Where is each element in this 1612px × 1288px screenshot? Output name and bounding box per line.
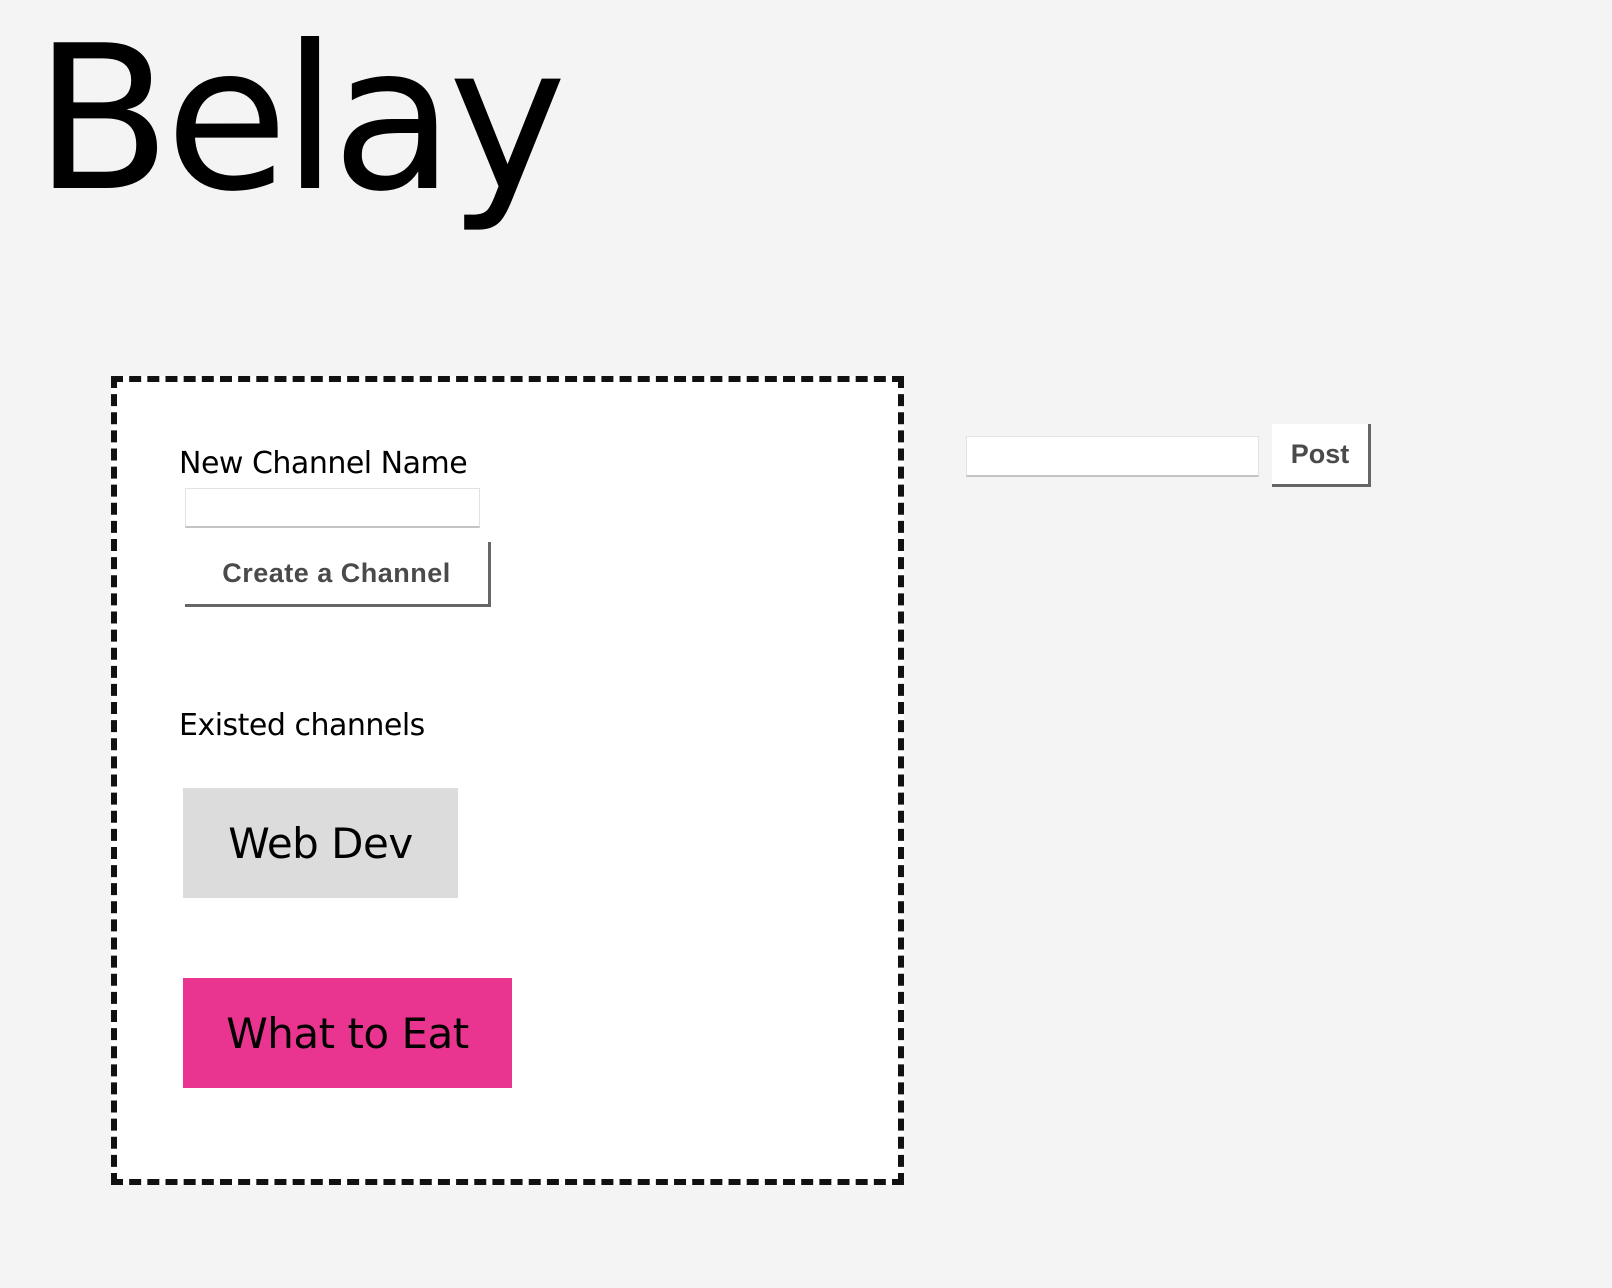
post-message-input[interactable] [966, 436, 1259, 477]
new-channel-name-input[interactable] [185, 488, 480, 528]
channel-item-what-to-eat[interactable]: What to Eat [183, 978, 512, 1088]
create-channel-button[interactable]: Create a Channel [185, 542, 491, 607]
app-title: Belay [34, 3, 567, 236]
existed-channels-label: Existed channels [179, 708, 425, 743]
channels-panel: New Channel Name Create a Channel Existe… [111, 376, 904, 1185]
channel-item-web-dev[interactable]: Web Dev [183, 788, 458, 898]
new-channel-name-label: New Channel Name [179, 446, 468, 481]
post-button[interactable]: Post [1272, 424, 1371, 487]
